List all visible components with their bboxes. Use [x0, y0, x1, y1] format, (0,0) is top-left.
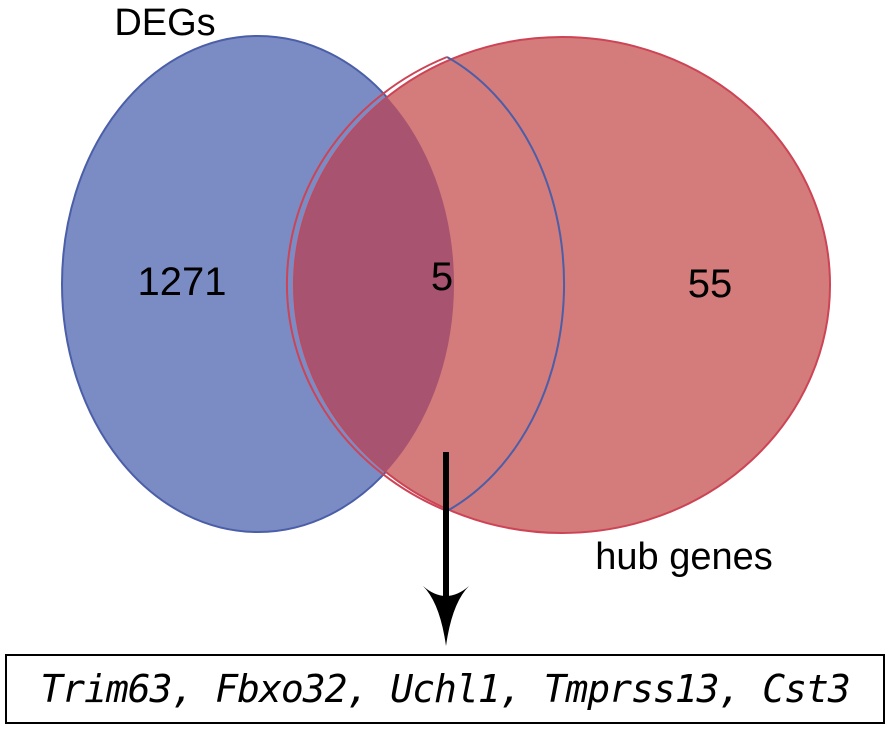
gene-list: Trim63, Fbxo32, Uchl1, Tmprss13, Cst3	[40, 667, 850, 711]
arrow-head	[423, 586, 469, 646]
hub-only-count: 55	[688, 262, 733, 306]
degs-only-count: 1271	[138, 260, 227, 304]
hub-border-inner	[285, 56, 448, 512]
degs-label: DEGs	[114, 2, 215, 44]
gene-list-box: Trim63, Fbxo32, Uchl1, Tmprss13, Cst3	[5, 654, 885, 724]
degs-border-inner	[446, 56, 566, 512]
overlap-count: 5	[431, 255, 453, 299]
hub-genes-label: hub genes	[595, 536, 773, 578]
